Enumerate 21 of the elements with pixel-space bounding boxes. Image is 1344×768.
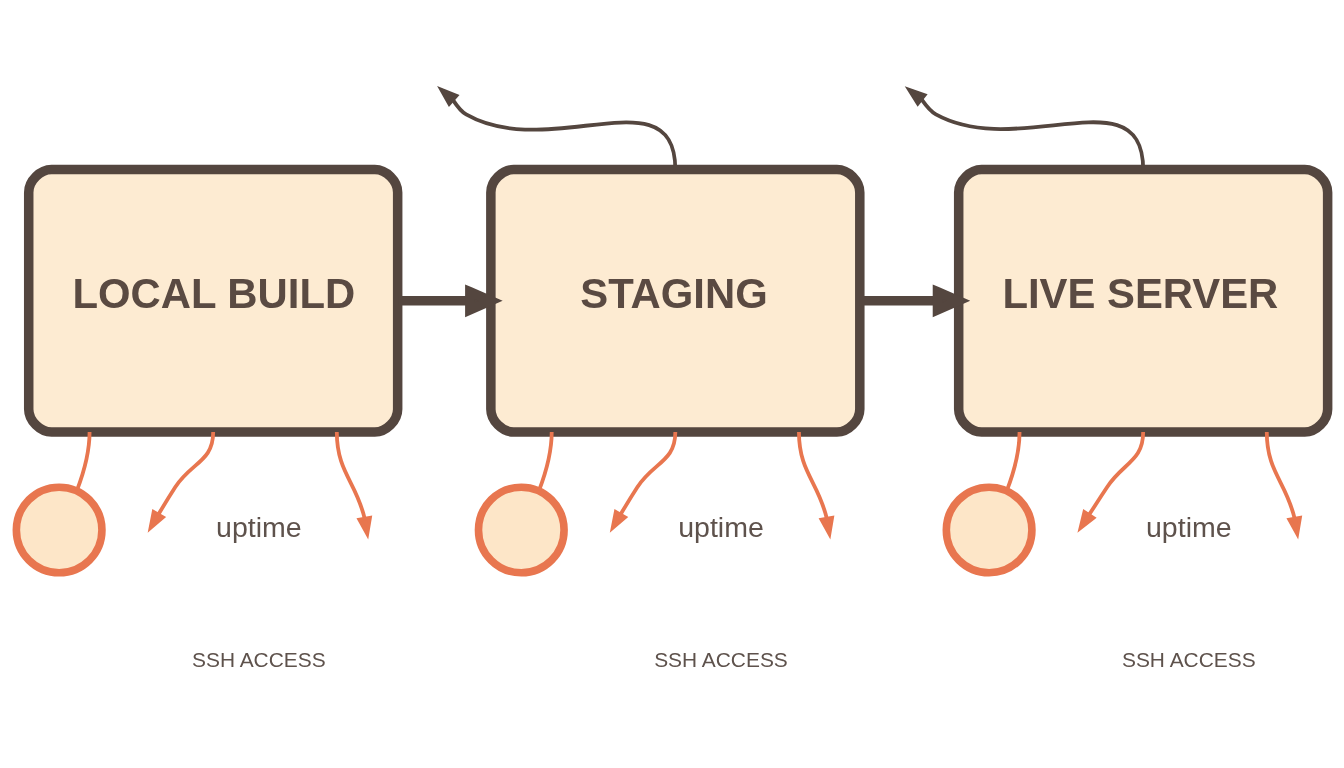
connector: [1005, 431, 1022, 491]
connector: [537, 431, 554, 491]
arrow: [797, 431, 835, 539]
arrow: [1264, 431, 1303, 539]
node-box: STAGING: [486, 164, 865, 437]
node-circle: [474, 482, 568, 577]
label: SSH ACCESS: [192, 647, 326, 671]
node-box: LOCAL BUILD: [23, 164, 403, 437]
arrow: [334, 431, 373, 539]
connector: [75, 431, 92, 491]
arrow: [1077, 431, 1146, 533]
label: uptime: [216, 510, 302, 543]
node-box: LIVE SERVER: [953, 164, 1333, 437]
arrow: [609, 431, 678, 533]
node-circle: [12, 482, 106, 577]
arrow: [147, 431, 216, 533]
label: SSH ACCESS: [654, 647, 788, 671]
label: uptime: [678, 510, 764, 543]
label: SSH ACCESS: [1122, 647, 1256, 671]
label: uptime: [1146, 510, 1232, 543]
node-circle: [942, 482, 1036, 577]
